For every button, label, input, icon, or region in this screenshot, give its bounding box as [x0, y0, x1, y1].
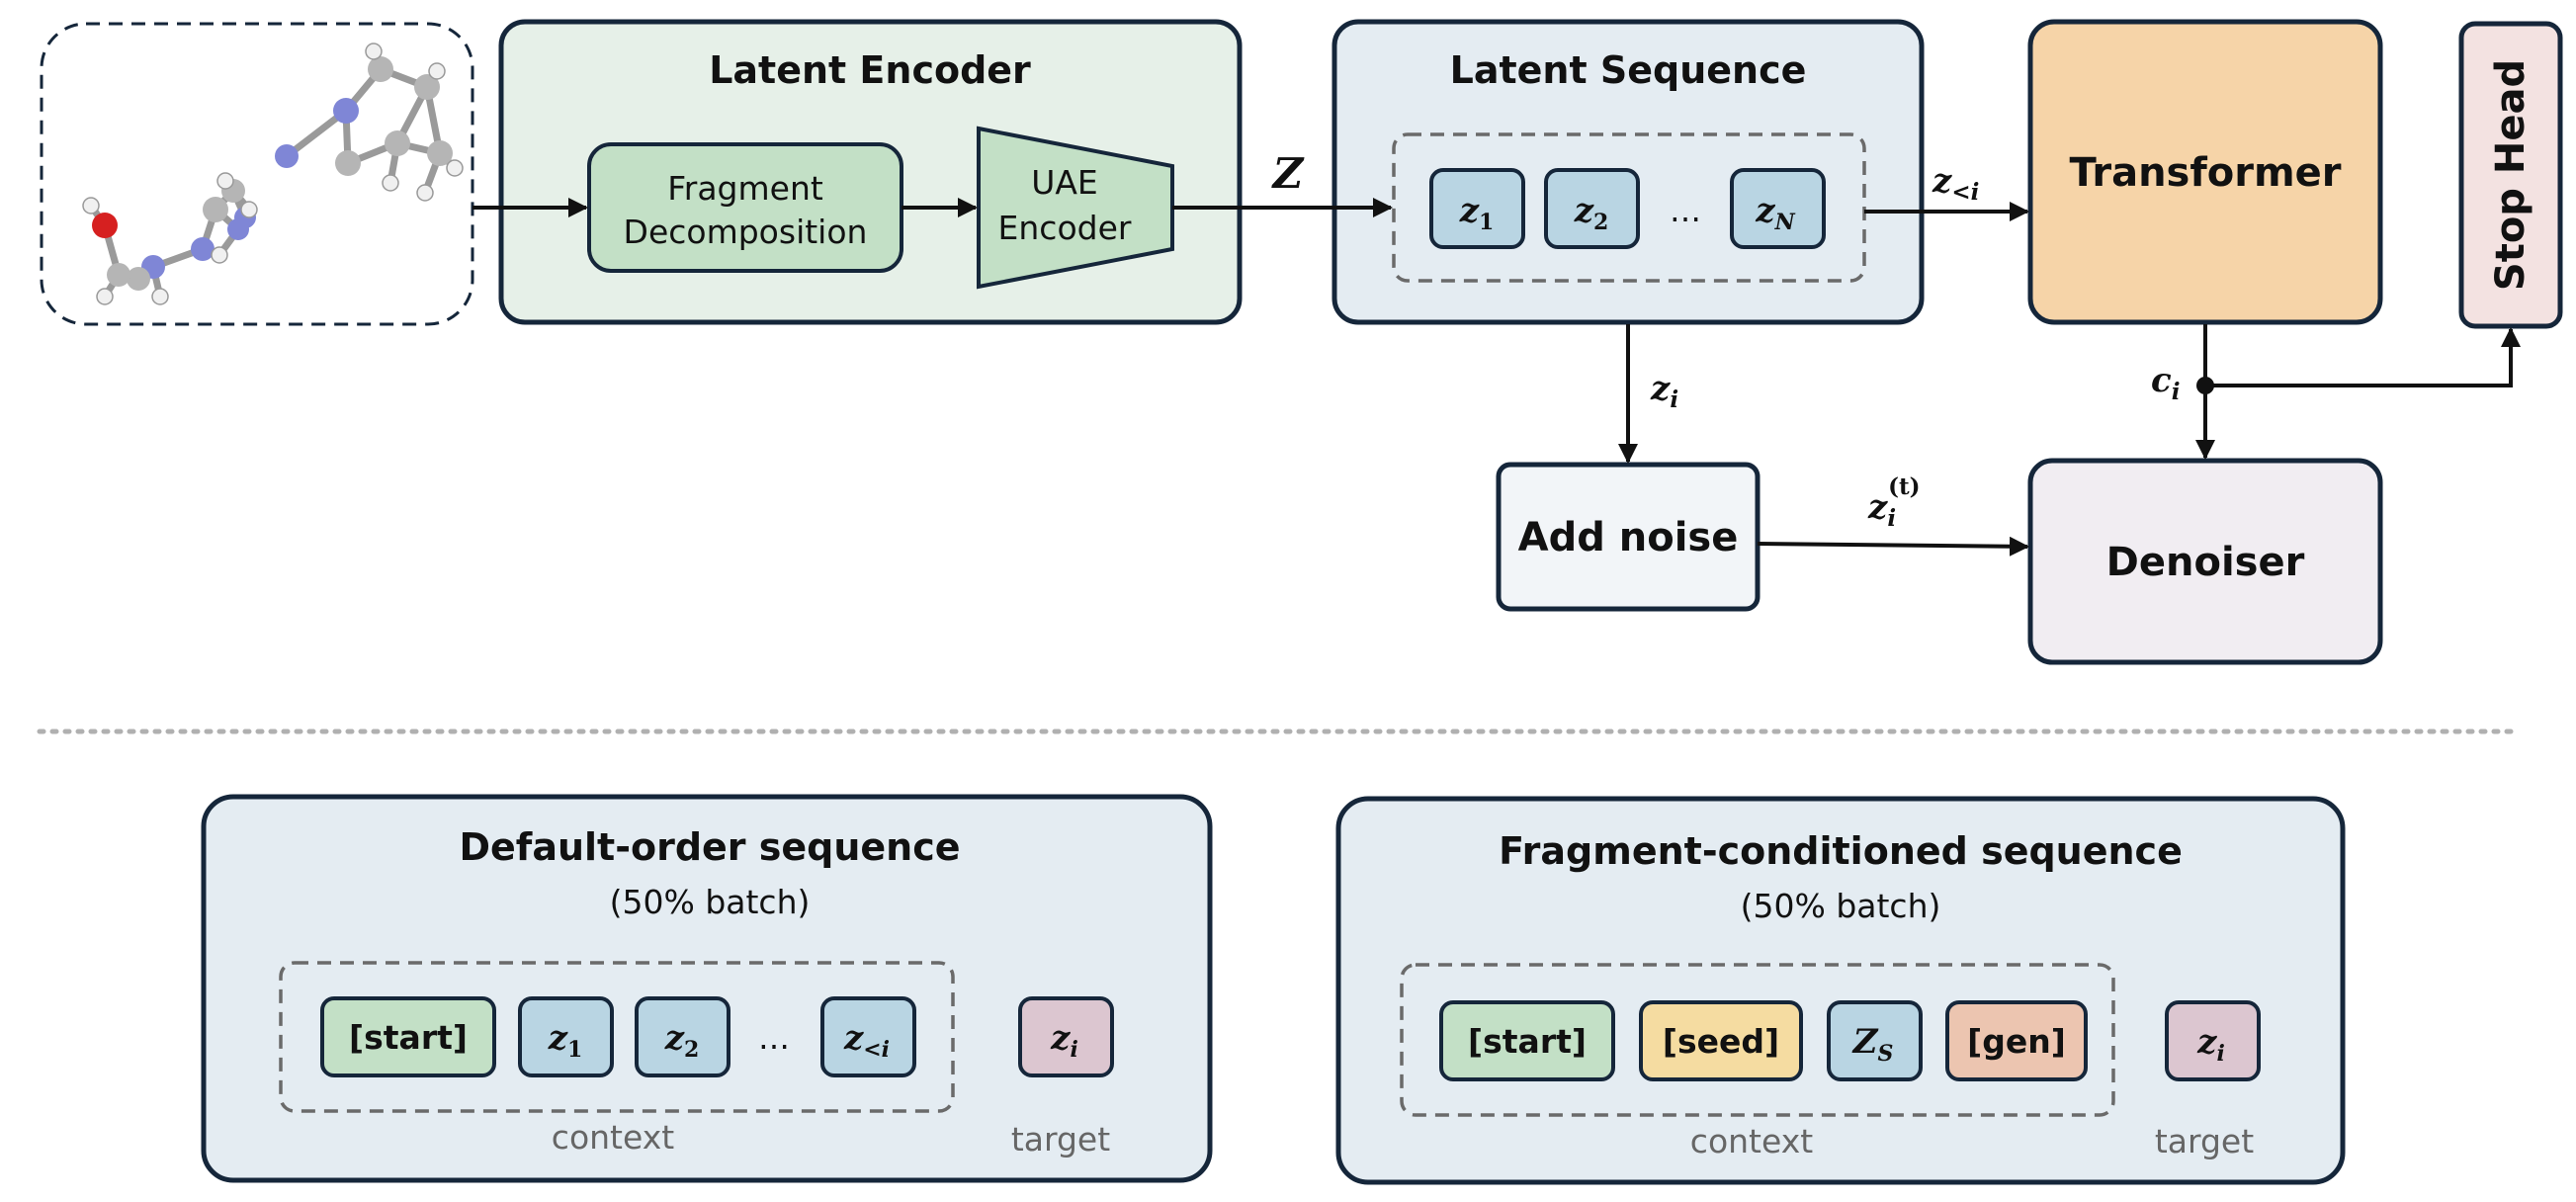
default-z1-base: z [548, 1018, 568, 1058]
fc-context-label: context [1690, 1122, 1813, 1160]
default-token-z1: z1 [518, 996, 614, 1077]
default-order-panel: Default-order sequence (50% batch) [star… [201, 794, 1213, 1183]
arrow-label-z-i-t: zi (t) [1867, 473, 1920, 532]
svg-text:z1: z1 [548, 1018, 583, 1063]
fc-target-token: zi [2165, 1000, 2261, 1081]
fc-target-label: target [2155, 1122, 2254, 1160]
svg-text:z<i: z<i [843, 1018, 890, 1063]
token-z1-base: z [1459, 191, 1480, 230]
latent-sequence-ellipsis: … [1670, 192, 1701, 229]
fragment-conditioned-panel: Fragment-conditioned sequence (50% batch… [1335, 796, 2346, 1185]
fragment-conditioned-context-group [1400, 963, 2115, 1117]
stop-head-box: Stop Head [2458, 21, 2563, 329]
default-z-less-i-sub: <i [863, 1037, 890, 1063]
arrow-transformer-to-stop-head [2205, 327, 2521, 387]
transformer-label: Transformer [2069, 150, 2341, 196]
fc-start-label: [start] [1468, 1022, 1587, 1061]
latent-sequence-dashed-group [1392, 132, 1866, 283]
molecule-input [40, 22, 474, 326]
denoiser-box: Denoiser [2027, 458, 2383, 665]
fc-target-sub: i [2216, 1041, 2224, 1067]
latent-encoder-title: Latent Encoder [709, 48, 1031, 92]
fragment-conditioned-title: Fragment-conditioned sequence [1499, 829, 2183, 873]
default-z2-sub: 2 [684, 1037, 699, 1063]
default-target-token: zi [1018, 996, 1114, 1077]
arrow-label-z-i: zi [1650, 369, 1678, 413]
arrow-label-Z: Z [1271, 149, 1305, 198]
uae-encoder-box: UAE Encoder [977, 126, 1174, 290]
default-context-label: context [552, 1118, 674, 1157]
fragment-decomposition-box: Fragment Decomposition [587, 142, 903, 273]
arrow-label-z-less-i: z<i [1932, 161, 1979, 206]
z-less-i-sub: <i [1951, 179, 1979, 206]
default-z1-sub: 1 [567, 1037, 582, 1063]
default-z-less-i-base: z [843, 1018, 864, 1058]
fc-start-token: [start] [1439, 1000, 1615, 1081]
uae-label-line1: UAE [1031, 163, 1098, 202]
fragment-conditioned-subtitle: (50% batch) [1741, 887, 1941, 925]
fc-gen-token: [gen] [1945, 1000, 2088, 1081]
z-i-sub: i [1670, 386, 1678, 413]
z-i-t-base: z [1867, 487, 1888, 527]
z-i-t-sup: (t) [1888, 473, 1920, 500]
default-token-z2: z2 [635, 996, 730, 1077]
fragment-label-line1: Fragment [667, 169, 823, 208]
token-z2-base: z [1574, 191, 1594, 230]
svg-text:ZS: ZS [1851, 1022, 1894, 1067]
stop-head-label: Stop Head [2488, 59, 2533, 291]
svg-text:zi: zi [2196, 1022, 2225, 1067]
fc-gen-label: [gen] [1967, 1022, 2066, 1061]
z-i-base: z [1650, 369, 1671, 408]
svg-text:zi: zi [1050, 1018, 1078, 1063]
svg-text:z2: z2 [664, 1018, 700, 1063]
fc-target-base: z [2196, 1022, 2217, 1062]
fc-zs-sub: S [1877, 1041, 1893, 1067]
ci-junction-dot [2196, 377, 2214, 394]
default-token-z-less-i: z<i [820, 996, 916, 1077]
token-zN: zN [1730, 168, 1826, 249]
svg-text:zN: zN [1755, 191, 1795, 235]
molecule-frame [40, 22, 474, 326]
token-z1: z1 [1429, 168, 1525, 249]
z-i-t-sub: i [1887, 505, 1896, 532]
c-i-sub: i [2172, 379, 2181, 405]
latent-sequence-title: Latent Sequence [1450, 48, 1807, 92]
transformer-box: Transformer [2027, 19, 2383, 325]
latent-sequence-panel: Latent Sequence z1 z2 … zN [1331, 19, 1925, 325]
token-z1-sub: 1 [1479, 210, 1494, 235]
arrow-add-noise-to-denoiser [1757, 536, 2029, 557]
arrow-label-c-i: ci [2151, 361, 2180, 405]
token-z2: z2 [1544, 168, 1640, 249]
z-less-i-base: z [1932, 161, 1952, 201]
default-order-subtitle: (50% batch) [610, 883, 811, 921]
default-target-label: target [1011, 1120, 1110, 1159]
token-zN-sub: N [1774, 210, 1796, 235]
svg-text:z1: z1 [1459, 191, 1495, 235]
uae-label-line2: Encoder [998, 209, 1132, 247]
default-order-context-group [279, 961, 955, 1113]
add-noise-box: Add noise [1496, 462, 1760, 612]
default-target-sub: i [1070, 1037, 1077, 1063]
denoiser-label: Denoiser [2106, 540, 2305, 585]
fc-zs-token: ZS [1827, 1000, 1923, 1081]
default-order-ellipsis: … [758, 1019, 790, 1057]
token-z2-sub: 2 [1593, 210, 1608, 235]
add-noise-label: Add noise [1518, 515, 1739, 560]
token-zN-base: z [1755, 191, 1775, 230]
svg-text:z2: z2 [1574, 191, 1609, 235]
default-start-token: [start] [320, 996, 496, 1077]
default-start-label: [start] [349, 1018, 468, 1057]
default-z2-base: z [664, 1018, 685, 1058]
molecule-structure [82, 43, 464, 305]
fc-seed-token: [seed] [1639, 1000, 1803, 1081]
fc-seed-label: [seed] [1663, 1022, 1779, 1061]
default-target-base: z [1050, 1018, 1071, 1058]
fragment-label-line2: Decomposition [624, 213, 868, 251]
latent-encoder-panel: Latent Encoder Fragment Decomposition UA… [498, 19, 1243, 325]
default-order-title: Default-order sequence [459, 825, 960, 869]
c-i-base: c [2151, 361, 2172, 400]
fc-zs-base: Z [1851, 1022, 1879, 1062]
